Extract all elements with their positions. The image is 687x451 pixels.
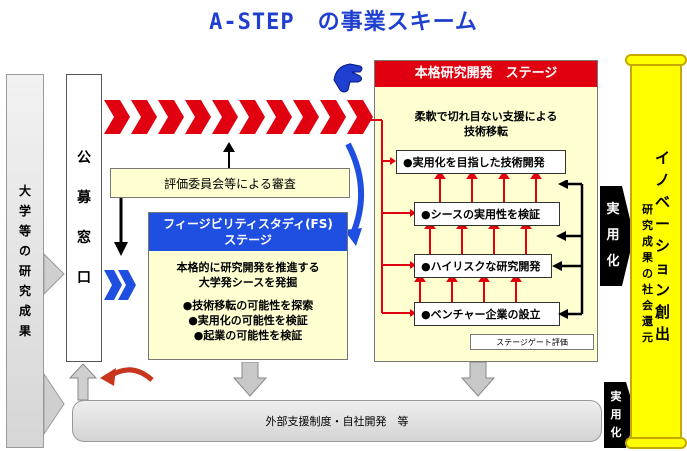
- scroll-top-roll: [625, 54, 687, 66]
- fs-stage-box: フィージビリティスタディ(FS) ステージ 本格的に研究開発を推進する 大学発シ…: [148, 212, 348, 360]
- fs-desc-line1: 本格的に研究開発を推進する: [176, 261, 320, 274]
- vchar: 公: [77, 150, 91, 166]
- step-high-risk-rd: ●ハイリスクな研究開発: [414, 254, 552, 278]
- stage-gate-label: ステージゲート評価: [496, 337, 568, 347]
- vchar: 究: [18, 284, 31, 298]
- red-chevron-arrows: [104, 100, 373, 134]
- pointing-hand-icon: [333, 63, 363, 93]
- vchar: 大: [18, 184, 31, 198]
- arrow-to-koubo: [44, 253, 65, 295]
- step-practical-tech-dev: ●実用化を目指した技術開発: [396, 150, 566, 174]
- innovation-sub-label: 研究成果の社会還元: [642, 202, 653, 346]
- jitsuyouka-upper-label: 実用化: [600, 192, 626, 280]
- university-results-column: 大学等の研究成果: [6, 74, 44, 448]
- main-stage-header: 本格研究開発 ステージ: [375, 61, 597, 87]
- jitsuyouka-upper-arrow: [600, 186, 634, 286]
- vchar: 果: [18, 324, 31, 338]
- vchar: 募: [77, 190, 91, 206]
- page-title: A-STEP の事業スキーム: [209, 10, 478, 35]
- vchar: の: [18, 244, 31, 258]
- jitsuyouka-lower-label: 実用化: [604, 386, 628, 444]
- vchar: ー: [654, 215, 670, 233]
- vchar: 用: [610, 408, 622, 421]
- jitsuyouka-lower-arrow: [604, 382, 636, 448]
- innovation-main-label: イノベーション創出: [655, 146, 670, 346]
- red-chevron: [293, 100, 319, 134]
- main-desc-line1: 柔軟で切れ目ない支援による: [414, 110, 558, 123]
- red-chevron: [320, 100, 346, 134]
- vchar: ョ: [654, 259, 670, 277]
- fs-stage-header-line1: フィージビリティスタディ(FS): [163, 217, 333, 231]
- vchar: 社: [641, 283, 653, 296]
- vchar: 研: [641, 203, 653, 216]
- vchar: イ: [654, 149, 670, 167]
- university-results-label: 大学等の研究成果: [19, 181, 31, 341]
- fs-bullet: ●実用化の可能性を検証: [188, 314, 308, 327]
- fs-bullet: ●起業の可能性を検証: [193, 329, 303, 342]
- grey-down-arrow-main: [460, 362, 496, 397]
- koubo-window-label: 公募窓口: [77, 138, 91, 298]
- vchar: 等: [18, 224, 31, 238]
- external-support-label: 外部支援制度・自社開発 等: [265, 415, 409, 428]
- vchar: 創: [654, 303, 670, 321]
- blue-curved-arrow: [344, 142, 364, 246]
- brown-curved-arrow: [100, 367, 154, 386]
- vchar: 元: [641, 331, 653, 344]
- vchar: 会: [641, 299, 653, 312]
- koubo-window-box: 公募窓口: [66, 74, 102, 362]
- review-box: 評価委員会等による審査: [110, 168, 350, 198]
- red-chevron: [131, 100, 157, 134]
- vchar: 出: [654, 325, 670, 343]
- fs-stage-header-line2: ステージ: [224, 233, 272, 247]
- vchar: 成: [641, 235, 653, 248]
- fs-bullet: ●技術移転の可能性を探索: [182, 299, 314, 312]
- vchar: 成: [18, 304, 31, 318]
- grey-down-arrow-fs: [232, 362, 268, 397]
- step-venture: ●ベンチャー企業の設立: [414, 302, 560, 326]
- vchar: 果: [641, 251, 653, 264]
- red-chevron: [347, 100, 373, 134]
- vchar: 究: [641, 219, 653, 232]
- red-chevron: [239, 100, 265, 134]
- vchar: 還: [641, 315, 653, 328]
- review-down-arrow: [114, 198, 128, 256]
- red-chevron: [158, 100, 184, 134]
- vchar: シ: [654, 237, 670, 255]
- vchar: 口: [77, 270, 91, 286]
- red-chevron: [212, 100, 238, 134]
- stage-gate-label-box: ステージゲート評価: [470, 334, 594, 350]
- vchar: ン: [654, 281, 670, 299]
- vchar: 実: [610, 390, 622, 403]
- step-seeds-verify: ●シースの実用性を検証: [414, 202, 560, 226]
- vchar: 実: [606, 202, 620, 217]
- vchar: ノ: [654, 171, 670, 189]
- red-chevron: [185, 100, 211, 134]
- innovation-scroll: 研究成果の社会還元 イノベーション創出: [630, 58, 682, 446]
- main-desc-line2: 技術移転: [464, 125, 508, 138]
- vchar: 窓: [77, 230, 91, 246]
- fs-desc-line2: 大学発シースを発掘: [198, 276, 298, 289]
- external-support-bar: 外部支援制度・自社開発 等: [72, 400, 602, 442]
- vchar: 化: [606, 254, 620, 269]
- blue-chevron-arrows: [104, 270, 136, 300]
- left-column-arrows: [44, 253, 65, 435]
- vchar: 学: [18, 204, 31, 218]
- fs-stage-bullets: ●技術移転の可能性を探索 ●実用化の可能性を検証 ●起業の可能性を検証: [149, 298, 347, 343]
- vchar: 用: [606, 228, 620, 243]
- vchar: 化: [610, 426, 622, 439]
- red-chevron: [266, 100, 292, 134]
- main-stage-description: 柔軟で切れ目ない支援による 技術移転: [375, 109, 597, 139]
- grey-up-arrow: [68, 363, 98, 401]
- scroll-bottom-roll: [625, 437, 687, 449]
- arrow-to-external: [44, 373, 65, 435]
- fs-stage-description: 本格的に研究開発を推進する 大学発シースを発掘: [149, 260, 347, 290]
- stage-gate-feedback-arrows: [552, 180, 584, 319]
- fs-stage-header: フィージビリティスタディ(FS) ステージ: [149, 213, 347, 251]
- review-label: 評価委員会等による審査: [164, 176, 296, 191]
- vchar: ベ: [654, 193, 670, 211]
- review-up-arrow: [223, 142, 235, 168]
- vchar: 研: [18, 264, 31, 278]
- vchar: の: [641, 267, 653, 280]
- red-chevron: [104, 100, 130, 134]
